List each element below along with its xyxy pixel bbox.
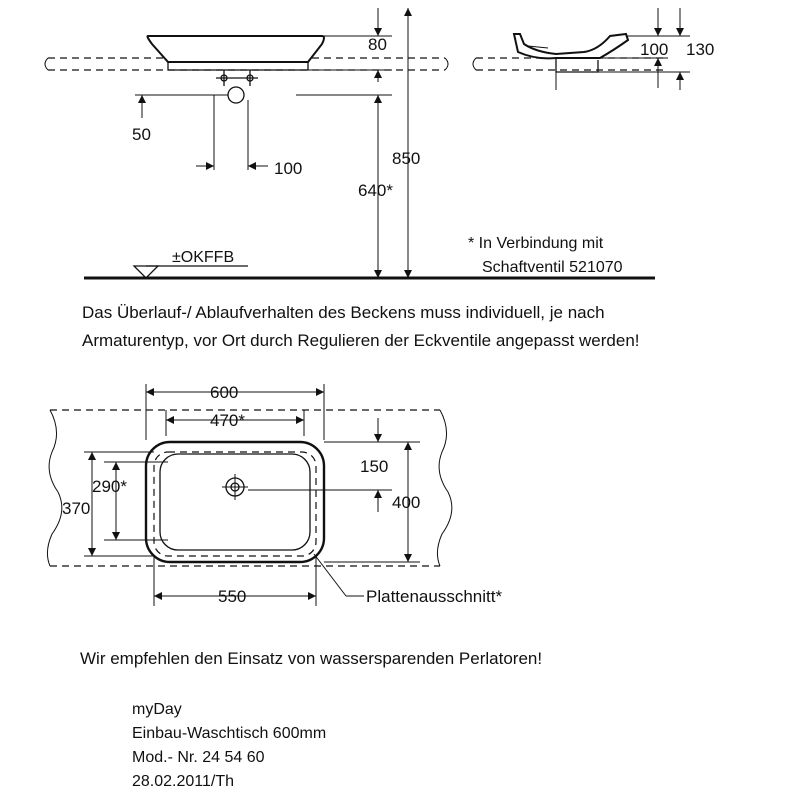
basin-side-view (512, 32, 630, 60)
cutout-label: Plattenausschnitt* (366, 587, 502, 606)
drawing-date: 28.02.2011/Th (132, 773, 234, 790)
footnote-line-2: Schaftventil 521070 (482, 259, 623, 276)
drain-symbol (227, 86, 245, 104)
model-number: Mod.- Nr. 24 54 60 (132, 749, 265, 766)
cutout-outline (153, 451, 317, 557)
product-name: Einbau-Waschtisch 600mm (132, 725, 326, 742)
dim-470: 470* (210, 411, 245, 430)
dim-550: 550 (218, 587, 246, 606)
dim-150: 150 (360, 457, 388, 476)
dim-370: 370 (62, 499, 90, 518)
dim-290: 290* (92, 477, 127, 496)
dim-100-drain: 100 (274, 159, 302, 178)
basin-inner-outline (159, 453, 311, 551)
dim-130: 130 (686, 40, 714, 59)
overflow-note-line-1: Das Überlauf-/ Ablaufverhalten des Becke… (82, 303, 605, 322)
dim-50: 50 (132, 125, 151, 144)
floor-level-symbol (132, 265, 160, 279)
dim-850: 850 (392, 149, 420, 168)
dim-400: 400 (392, 493, 420, 512)
recommendation-note: Wir empfehlen den Einsatz von wasserspar… (80, 649, 542, 668)
footnote-line-1: * In Verbindung mit (468, 235, 604, 252)
dim-100-side: 100 (640, 40, 668, 59)
overflow-note-line-2: Armaturentyp, vor Ort durch Regulieren d… (82, 331, 640, 350)
front-elevation (44, 8, 655, 280)
basin-outer-outline (144, 440, 326, 564)
series-name: myDay (132, 701, 182, 718)
floor-level-label: ±OKFFB (172, 249, 234, 266)
dim-640: 640* (358, 181, 393, 200)
side-elevation (472, 8, 690, 90)
basin-front-view (146, 35, 325, 63)
plan-view (46, 384, 453, 606)
title-block: myDay Einbau-Waschtisch 600mm Mod.- Nr. … (132, 701, 326, 790)
dim-600: 600 (210, 383, 238, 402)
dim-80: 80 (368, 35, 387, 54)
